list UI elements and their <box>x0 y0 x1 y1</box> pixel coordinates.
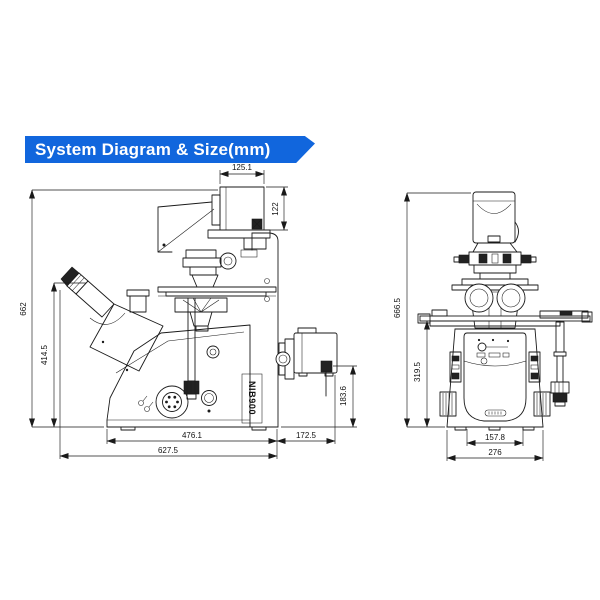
page-title: System Diagram & Size(mm) <box>35 140 271 159</box>
dim-stage-height: 319.5 <box>413 361 422 382</box>
dim-body-depth: 476.1 <box>182 431 203 440</box>
dim-lamp-width: 125.1 <box>232 163 253 172</box>
dim-overall-width: 276 <box>488 448 502 457</box>
section-banner: System Diagram & Size(mm) <box>25 136 315 163</box>
dim-eyepiece-height: 414.5 <box>40 344 49 365</box>
front-view-drawing: 666.5 319.5 157.8 276 <box>393 191 593 461</box>
dim-illuminator-depth: 172.5 <box>296 431 317 440</box>
dim-overall-height: 662 <box>19 302 28 316</box>
model-label: NIB900 <box>247 381 257 415</box>
side-view-drawing: NIB900 125.1 122 662 414 <box>19 163 357 459</box>
dim-inner-width: 157.8 <box>485 433 506 442</box>
dim-front-overall-height: 666.5 <box>393 297 402 318</box>
dim-overall-depth: 627.5 <box>158 446 179 455</box>
dim-illuminator-height: 183.6 <box>339 385 348 406</box>
dim-lamp-height: 122 <box>271 202 280 216</box>
